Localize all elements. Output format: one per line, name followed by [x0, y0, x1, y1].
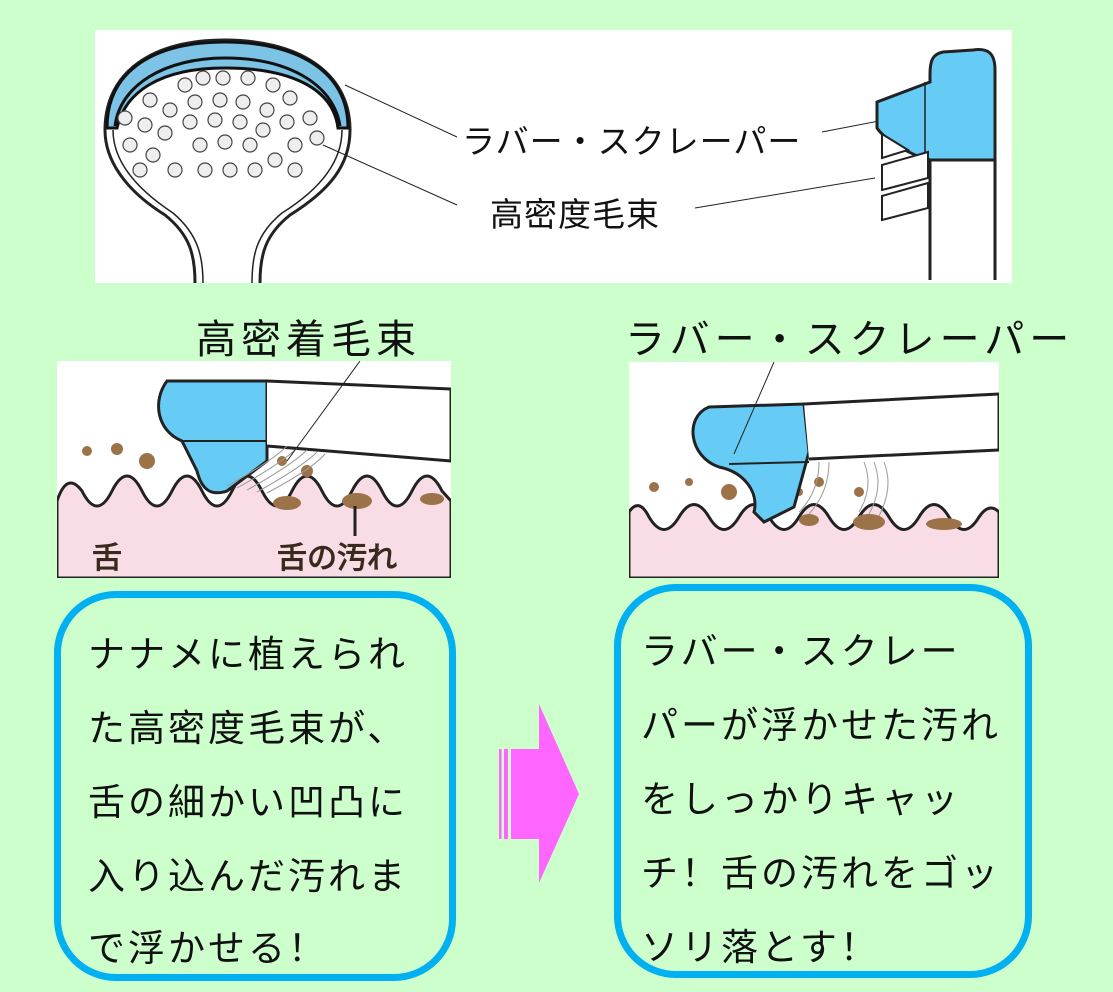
brush-head-front-view [103, 38, 352, 283]
leader-line-scraper-left [344, 84, 458, 138]
right-callout-line: ラバー・スクレー [641, 630, 961, 673]
right-arrow-icon [499, 704, 579, 883]
leader-line-bristles-right [694, 177, 876, 209]
right-callout-box: ラバー・スクレー パーが浮かせた汚れ をしっかりキャッ チ！舌の汚れをゴッ ソリ… [614, 584, 1032, 978]
left-callout-line: 舌の細かい凹凸に [88, 781, 408, 824]
right-callout-line: をしっかりキャッ [641, 778, 961, 821]
label-high-density-bristles: 高密度毛束 [490, 195, 660, 234]
left-callout-line: 入り込んだ汚れま [88, 855, 408, 898]
label-rubber-scraper: ラバー・スクレーパー [462, 122, 802, 161]
bristle-tufts [117, 70, 325, 178]
label-tongue: 舌 [92, 541, 122, 576]
left-callout-box: ナナメに植えられ た高密度毛束が、 舌の細かい凹凸に 入り込んだ汚れま で浮かせ… [54, 591, 456, 981]
left-callout-line: ナナメに植えられ [88, 633, 408, 676]
toothbrush-head-illustration [103, 38, 997, 283]
right-callout-line: ソリ落とす！ [641, 926, 880, 969]
label-tongue-dirt: 舌の汚れ [277, 541, 397, 576]
left-scene-illustration: 舌 舌の汚れ [57, 361, 451, 578]
left-scene-heading: 高密着毛束 [196, 317, 421, 363]
left-callout-line: で浮かせる！ [88, 927, 328, 970]
right-scene-illustration [629, 362, 999, 578]
leader-line-bristles-left [322, 144, 458, 206]
left-callout-line: た高密度毛束が、 [88, 707, 408, 750]
scraper-cleaning-illustration [629, 362, 999, 578]
bristle-cleaning-illustration [57, 361, 451, 578]
right-callout-line: パーが浮かせた汚れ [641, 704, 1001, 747]
brush-head-side-view [875, 48, 997, 280]
right-callout-line: チ！舌の汚れをゴッ [641, 852, 1001, 895]
top-diagram-panel: ラバー・スクレーパー 高密度毛束 [95, 30, 1012, 283]
right-scene-heading: ラバー・スクレーパー [625, 317, 1075, 363]
